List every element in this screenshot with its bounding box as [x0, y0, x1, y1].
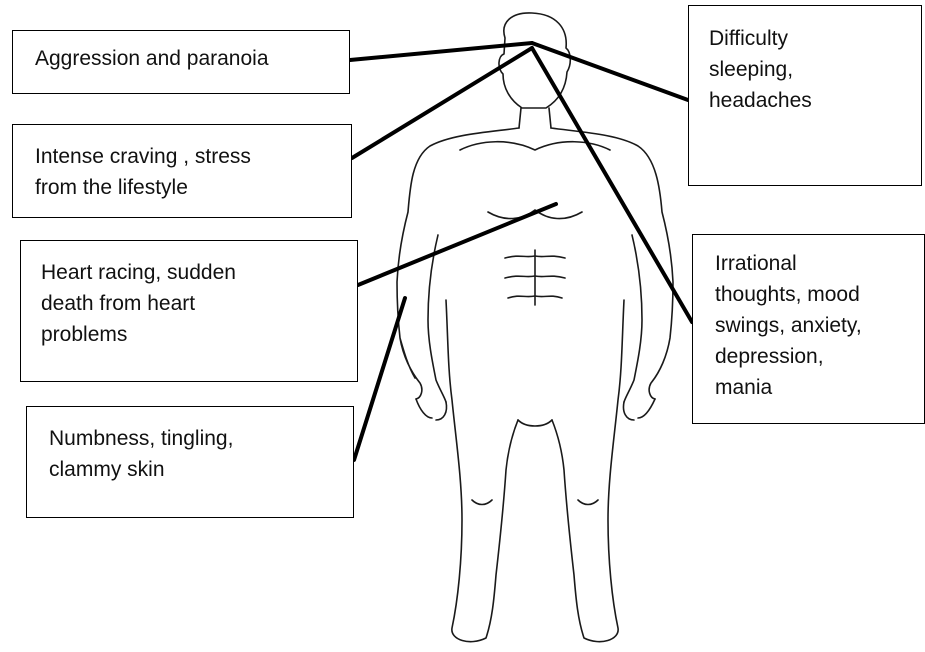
- inner-arm-left: [428, 235, 446, 402]
- label-intense-craving: Intense craving , stress from the lifest…: [12, 124, 352, 218]
- connector-heart: [358, 204, 556, 285]
- leg-right-outline: [552, 300, 624, 642]
- label-difficulty-sleeping: Difficulty sleeping, headaches: [688, 5, 922, 186]
- ab-lines: [505, 250, 565, 305]
- connector-lines: [350, 43, 692, 460]
- hand-right: [623, 399, 655, 420]
- label-numbness-tingling: Numbness, tingling, clammy skin: [26, 406, 354, 518]
- body-outline-right: [551, 128, 673, 399]
- inner-arm-right: [624, 235, 642, 402]
- label-aggression-paranoia: Aggression and paranoia: [12, 30, 350, 94]
- label-irrational-thoughts: Irrational thoughts, mood swings, anxiet…: [692, 234, 925, 424]
- neck-outline: [519, 108, 551, 128]
- label-heart-racing: Heart racing, sudden death from heart pr…: [20, 240, 358, 382]
- knee-lines: [472, 500, 598, 505]
- hand-left: [416, 399, 447, 420]
- crotch-outline: [518, 420, 552, 426]
- connector-irrational: [532, 48, 692, 322]
- connector-numbness: [354, 298, 405, 460]
- leg-left-outline: [446, 300, 518, 642]
- chest-lines: [460, 142, 610, 219]
